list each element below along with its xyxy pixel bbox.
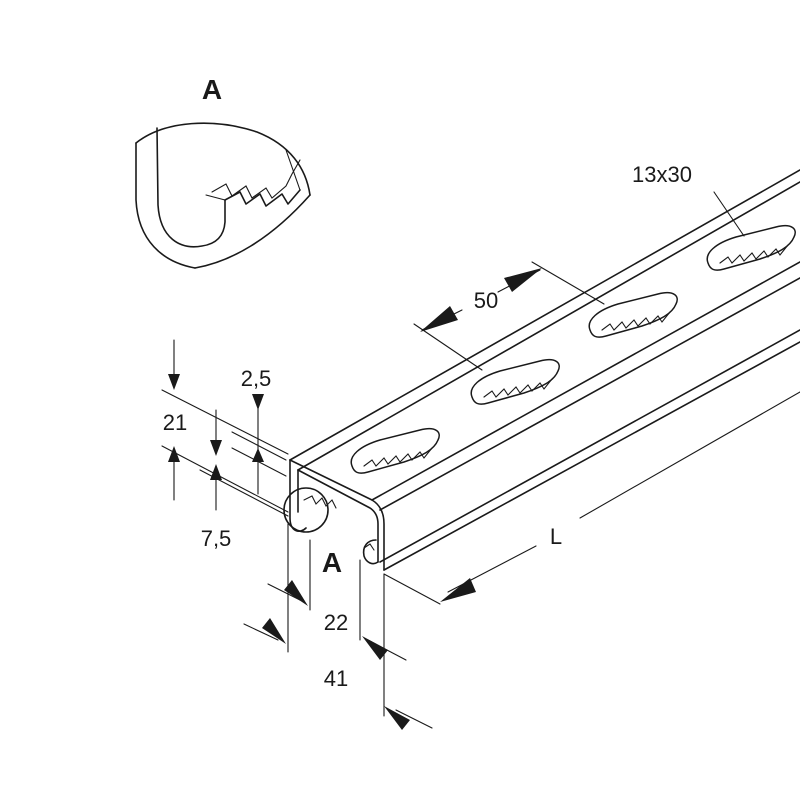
dim-length-text: L xyxy=(550,524,562,549)
slot-3 xyxy=(588,292,678,338)
dim-height-text: 21 xyxy=(163,410,187,435)
dim-outer-width: 41 xyxy=(324,559,433,730)
dim-lip-height: 7,5 xyxy=(199,409,289,551)
dim-lip-height-text: 7,5 xyxy=(201,526,232,551)
dim-slot-size: 13x30 xyxy=(632,162,745,237)
dim-slot-size-text: 13x30 xyxy=(632,162,692,187)
dim-inner-width-text: 22 xyxy=(324,610,348,635)
dim-inner-width: 22 xyxy=(243,523,348,653)
dim-slot-pitch-text: 50 xyxy=(474,288,498,313)
dim-lip-thickness: 2,5 xyxy=(231,366,287,495)
rail-body xyxy=(289,169,800,571)
detail-a-view: A xyxy=(135,74,311,269)
detail-a-label: A xyxy=(202,74,222,105)
dim-lip-thickness-text: 2,5 xyxy=(241,366,272,391)
dim-height: 21 xyxy=(161,339,289,513)
detail-callout: A xyxy=(283,487,342,578)
dim-slot-pitch: 50 xyxy=(413,261,605,371)
dim-length: L xyxy=(383,391,800,605)
slot-1 xyxy=(350,428,440,474)
callout-a-label: A xyxy=(322,547,342,578)
dim-outer-width-text: 41 xyxy=(324,666,348,691)
slot-4 xyxy=(706,225,796,271)
rail-slots xyxy=(350,225,796,474)
slot-2 xyxy=(470,359,560,405)
